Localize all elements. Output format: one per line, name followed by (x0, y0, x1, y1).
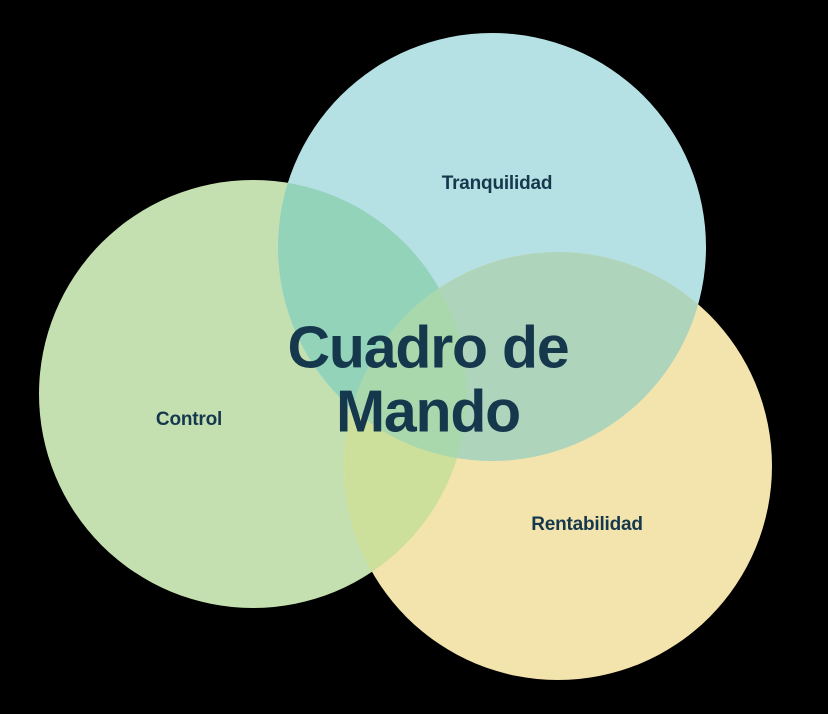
overlap-control-tranquilidad (278, 180, 467, 461)
venn-center-title: Cuadro de Mando (287, 314, 570, 444)
